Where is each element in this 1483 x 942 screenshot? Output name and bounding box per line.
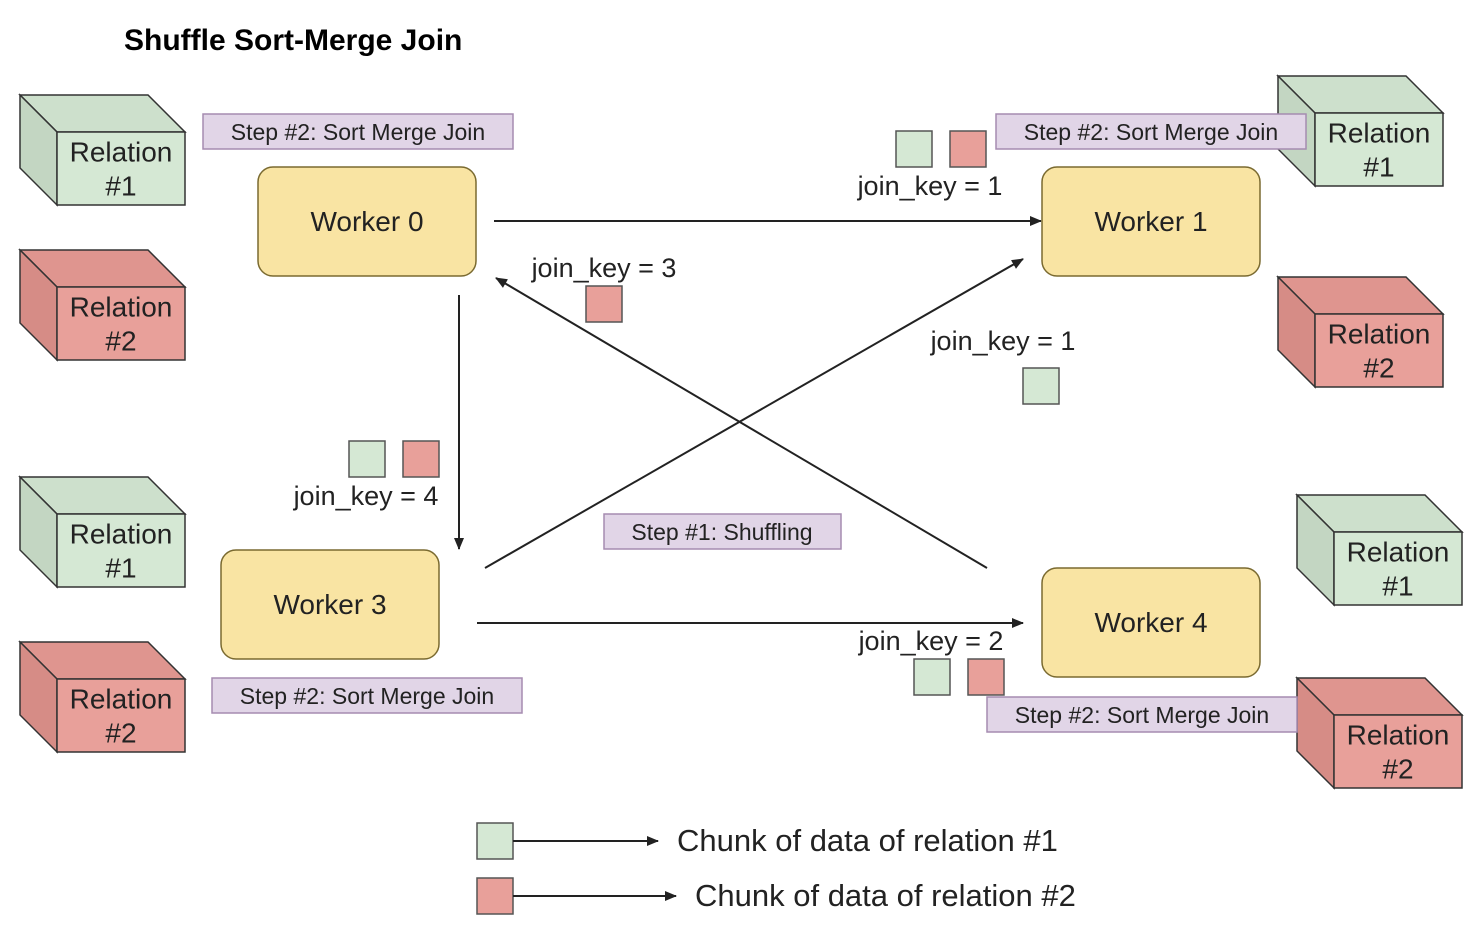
cube-front-face <box>56 131 186 206</box>
step-label-worker1-text: Step #2: Sort Merge Join <box>1024 119 1278 145</box>
relation-1-cube-worker4: Relation#1 <box>1295 493 1464 607</box>
step-label-worker3-text: Step #2: Sort Merge Join <box>240 683 494 709</box>
relation-1-cube-worker3: Relation#1 <box>18 475 187 589</box>
worker-0-box <box>257 166 477 277</box>
chunk-relation-2 <box>967 658 1005 696</box>
worker-1-box <box>1041 166 1261 277</box>
legend: Chunk of data of relation #1 Chunk of da… <box>476 822 1076 915</box>
worker-4-label: Worker 4 <box>1094 607 1207 638</box>
cube-front-face <box>1314 313 1444 388</box>
arrow-worker4-to-worker0 <box>495 277 988 569</box>
legend-swatch-relation-2 <box>476 877 514 915</box>
chunk-relation-2 <box>949 130 987 168</box>
relation-label: Relation#1 <box>1328 118 1431 183</box>
legend-label-relation-2: Chunk of data of relation #2 <box>695 878 1076 913</box>
step-label-worker4-text: Step #2: Sort Merge Join <box>1015 702 1269 728</box>
join-key-label: join_key = 1 <box>857 171 1003 201</box>
cube-front-face <box>1314 112 1444 187</box>
relation-label: Relation#2 <box>1328 319 1431 384</box>
relation-1-cube-worker0: Relation#1 <box>18 93 187 207</box>
chunk-relation-1 <box>1022 367 1060 405</box>
step-label-worker4: Step #2: Sort Merge Join <box>986 696 1298 733</box>
relation-2-cube-worker3: Relation#2 <box>18 640 187 754</box>
arrow-worker3-to-worker1 <box>484 258 1024 569</box>
worker-4-box <box>1041 567 1261 678</box>
worker-0-label: Worker 0 <box>310 206 423 237</box>
relation-1-cube-worker1: Relation#1 <box>1276 74 1445 188</box>
worker-3: Worker 3 <box>220 549 440 660</box>
cube-front-face <box>1333 531 1463 606</box>
relation-label: Relation#1 <box>70 519 173 584</box>
step-label-worker0-text: Step #2: Sort Merge Join <box>231 119 485 145</box>
worker-1-label: Worker 1 <box>1094 206 1207 237</box>
chunk-relation-2 <box>402 440 440 478</box>
relation-2-cube-worker4: Relation#2 <box>1295 676 1464 790</box>
step-label-shuffling-text: Step #1: Shuffling <box>631 519 812 545</box>
relation-label: Relation#2 <box>70 684 173 749</box>
cube-front-face <box>56 678 186 753</box>
cube-front-face <box>1333 714 1463 789</box>
cube-front-face <box>56 513 186 588</box>
diagram-title: Shuffle Sort-Merge Join <box>124 24 462 57</box>
join-key-label: join_key = 4 <box>293 481 439 511</box>
step-label-worker1: Step #2: Sort Merge Join <box>995 113 1307 150</box>
legend-label-relation-1: Chunk of data of relation #1 <box>677 823 1058 858</box>
relation-label: Relation#1 <box>70 137 173 202</box>
relation-2-cube-worker0: Relation#2 <box>18 248 187 362</box>
chunk-relation-2 <box>585 285 623 323</box>
join-key-label: join_key = 1 <box>930 326 1076 356</box>
chunk-relation-1 <box>348 440 386 478</box>
join-key-label: join_key = 2 <box>858 626 1004 656</box>
worker-0: Worker 0 <box>257 166 477 277</box>
step-label-worker0: Step #2: Sort Merge Join <box>202 113 514 150</box>
chunk-relation-1 <box>913 658 951 696</box>
worker-1: Worker 1 <box>1041 166 1261 277</box>
relation-label: Relation#2 <box>1347 720 1450 785</box>
chunk-relation-1 <box>895 130 933 168</box>
join-key-label: join_key = 3 <box>531 253 677 283</box>
worker-3-box <box>220 549 440 660</box>
step-label-worker3: Step #2: Sort Merge Join <box>211 677 523 714</box>
worker-4: Worker 4 <box>1041 567 1261 678</box>
relation-2-cube-worker1: Relation#2 <box>1276 275 1445 389</box>
step-label-shuffling: Step #1: Shuffling <box>603 513 842 550</box>
legend-swatch-relation-1 <box>476 822 514 860</box>
relation-label: Relation#2 <box>70 292 173 357</box>
relation-label: Relation#1 <box>1347 537 1450 602</box>
worker-3-label: Worker 3 <box>273 589 386 620</box>
cube-front-face <box>56 286 186 361</box>
